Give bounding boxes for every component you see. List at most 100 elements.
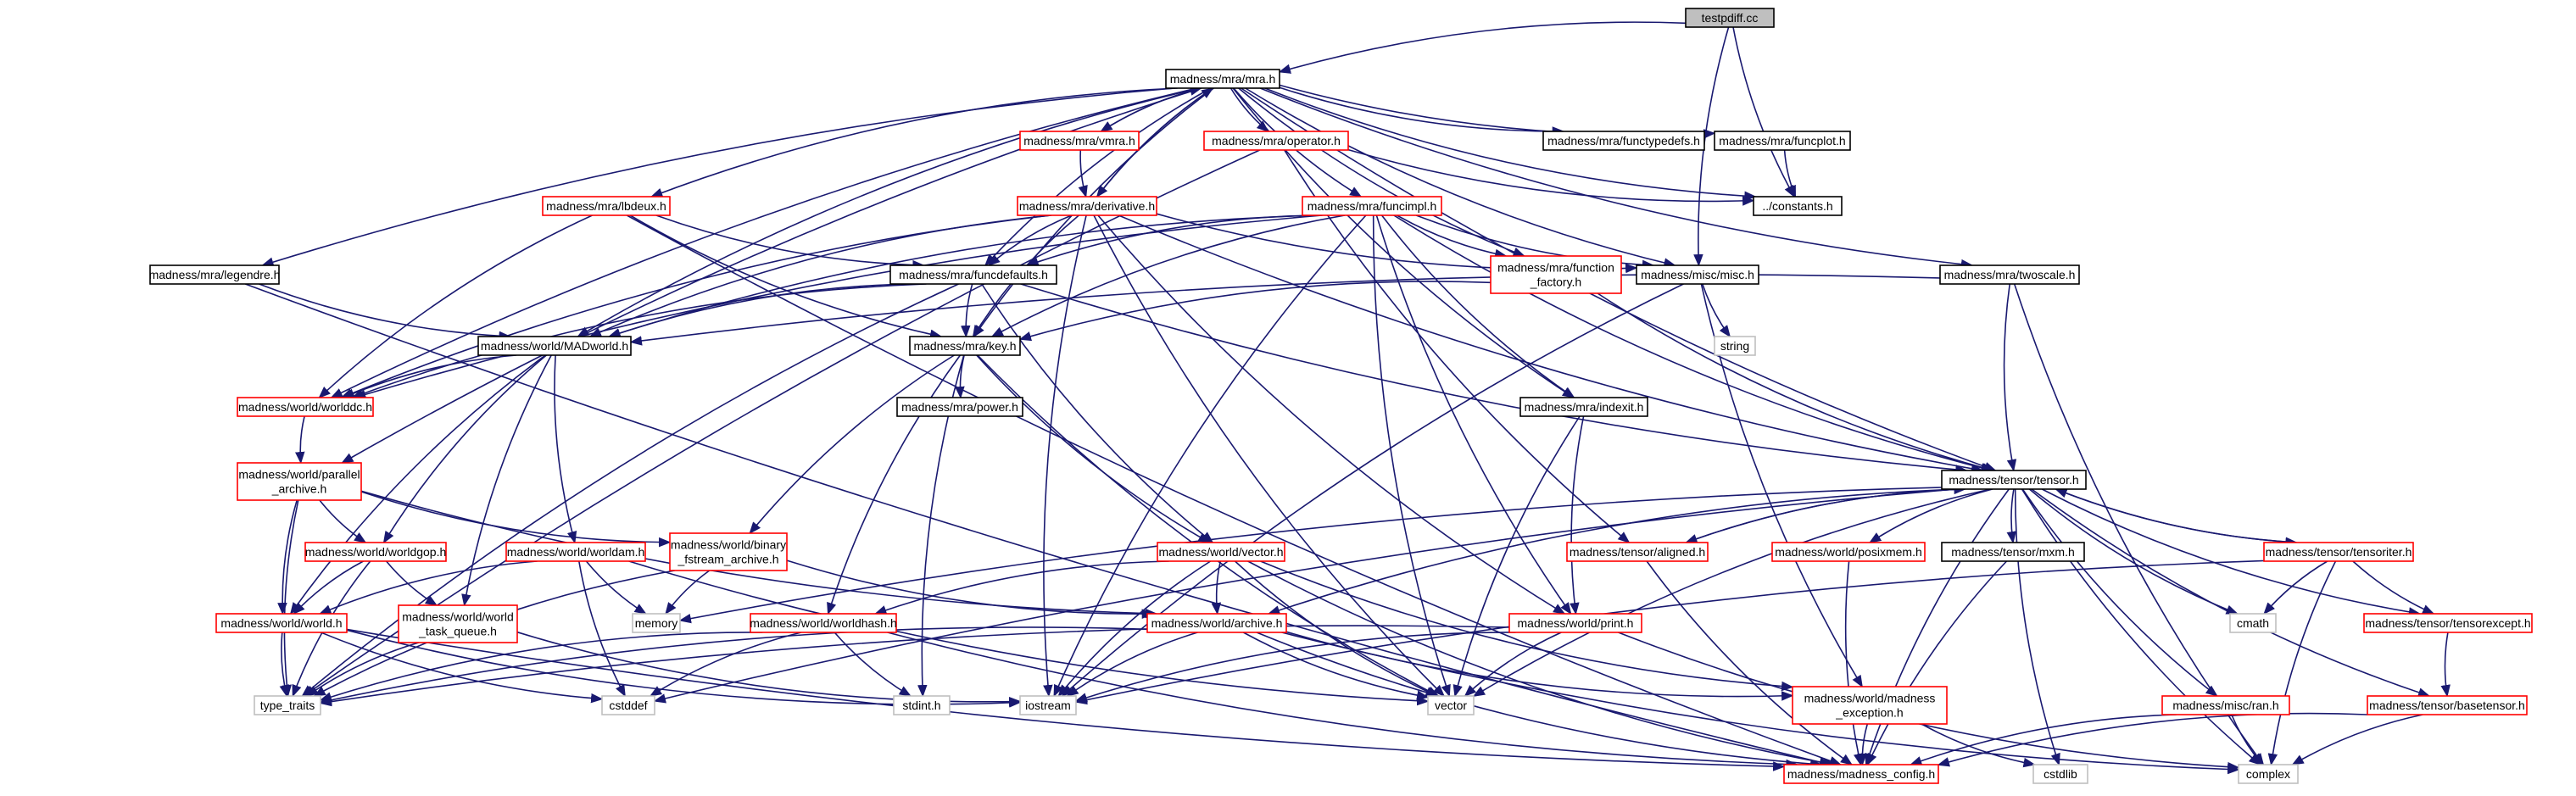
- nodes-layer: testpdiff.cc madness/mra/mra.h madness/mra…: [149, 8, 2533, 784]
- node-funcplot-label-0: madness/mra/funcplot.h: [1719, 134, 1845, 148]
- node-aligned[interactable]: madness/tensor/aligned.h: [1566, 542, 1709, 562]
- edge-lbdeux-to-worlddc: [318, 214, 593, 398]
- node-funcplot[interactable]: madness/mra/funcplot.h: [1714, 131, 1851, 151]
- node-vector[interactable]: madness/world/vector.h: [1157, 542, 1285, 562]
- edge-operator-to-constants: [1347, 148, 1755, 206]
- node-twoscale-label-0: madness/mra/twoscale.h: [1944, 268, 2076, 281]
- node-posixmem-label-0: madness/world/posixmem.h: [1775, 545, 1922, 559]
- node-worlddc-box: [237, 397, 374, 417]
- edge-tensor-to-archive: [1267, 488, 1962, 615]
- node-print-label-0: madness/world/print.h: [1518, 616, 1634, 630]
- node-testpdiff[interactable]: testpdiff.cc: [1685, 8, 1775, 28]
- node-worldam[interactable]: madness/world/worldam.h: [505, 542, 646, 562]
- node-operator[interactable]: madness/mra/operator.h: [1203, 131, 1349, 151]
- edge-funcimpl-to-vector_std: [1372, 214, 1451, 698]
- edge-funcimpl-to-function_factory: [1397, 214, 1508, 259]
- node-derivative-box: [1017, 196, 1157, 216]
- node-key-box: [909, 336, 1021, 356]
- node-power-label-0: madness/mra/power.h: [901, 400, 1018, 414]
- edge-vector-to-madness_config: [1247, 560, 1836, 768]
- node-basetensor-box: [2367, 695, 2528, 715]
- node-posixmem-box: [1771, 542, 1926, 562]
- node-stdint: stdint.h: [893, 695, 951, 715]
- node-cmath: cmath: [2229, 613, 2277, 633]
- edge-worldhash-to-madness_config: [887, 632, 1798, 770]
- node-worldgop[interactable]: madness/world/worldgop.h: [304, 542, 447, 562]
- edge-madworld-to-world_task_queue: [461, 354, 552, 607]
- edge-mra-to-tensor: [1241, 87, 1997, 471]
- node-type_traits-box: [254, 695, 321, 715]
- node-world[interactable]: madness/world/world.h: [215, 613, 348, 633]
- edge-mxm-to-madness_config: [1866, 560, 2008, 766]
- node-cmath-box: [2229, 613, 2277, 633]
- node-testpdiff-label-0: testpdiff.cc: [1702, 11, 1759, 25]
- node-misc[interactable]: madness/misc/misc.h: [1636, 264, 1759, 285]
- node-vector_std-label-0: vector: [1435, 699, 1467, 712]
- node-cmath-label-0: cmath: [2237, 616, 2269, 630]
- edge-tensor-to-tensorexcept: [2041, 488, 2422, 617]
- edge-key-to-vector: [976, 354, 1211, 543]
- node-aligned-label-0: madness/tensor/aligned.h: [1570, 545, 1705, 559]
- edge-funcimpl-to-iostream: [1053, 214, 1367, 698]
- node-mxm-label-0: madness/tensor/mxm.h: [1951, 545, 2075, 559]
- edge-vector-to-vector_std: [1234, 560, 1438, 697]
- edge-print-to-vector_std: [1464, 632, 1562, 697]
- node-archive-label-0: madness/world/archive.h: [1151, 616, 1283, 630]
- edge-mra-to-legendre: [261, 87, 1175, 267]
- node-function_factory[interactable]: madness/mra/function_factory.h: [1490, 255, 1622, 294]
- node-key-label-0: madness/mra/key.h: [913, 339, 1016, 353]
- node-constants[interactable]: ../constants.h: [1753, 196, 1843, 216]
- edge-legendre-to-madworld: [259, 283, 511, 342]
- node-binary_fstream[interactable]: madness/world/binary_fstream_archive.h: [669, 532, 788, 571]
- node-vmra[interactable]: madness/mra/vmra.h: [1019, 131, 1140, 151]
- node-indexit-label-0: madness/mra/indexit.h: [1525, 400, 1644, 414]
- node-world_task_queue-label-1: _task_queue.h: [418, 625, 497, 638]
- edge-testpdiff-to-mra: [1278, 21, 1687, 74]
- node-mra[interactable]: madness/mra/mra.h: [1165, 69, 1280, 89]
- edge-indexit-to-vector_std: [1452, 415, 1581, 698]
- node-twoscale[interactable]: madness/mra/twoscale.h: [1939, 264, 2080, 285]
- node-key[interactable]: madness/mra/key.h: [909, 336, 1021, 356]
- edge-tensor-to-memory: [678, 487, 1943, 624]
- node-funcimpl[interactable]: madness/mra/funcimpl.h: [1302, 196, 1442, 216]
- node-string-label-0: string: [1720, 339, 1749, 353]
- node-indexit[interactable]: madness/mra/indexit.h: [1519, 397, 1648, 417]
- node-functypedefs[interactable]: madness/mra/functypedefs.h: [1542, 131, 1705, 151]
- node-tensoriter[interactable]: madness/tensor/tensoriter.h: [2263, 542, 2414, 562]
- edge-vector-to-madness_exception: [1260, 560, 1794, 692]
- node-basetensor[interactable]: madness/tensor/basetensor.h: [2367, 695, 2528, 715]
- node-archive[interactable]: madness/world/archive.h: [1146, 613, 1287, 633]
- node-worlddc[interactable]: madness/world/worlddc.h: [237, 397, 374, 417]
- node-tensor[interactable]: madness/tensor/tensor.h: [1941, 470, 2087, 490]
- edge-funcimpl-to-misc: [1415, 214, 1655, 270]
- edge-funcimpl-to-key: [990, 214, 1346, 337]
- node-power[interactable]: madness/mra/power.h: [896, 397, 1023, 417]
- node-binary_fstream-box: [669, 532, 788, 571]
- edge-madness_exception-to-cstdlib: [1921, 723, 2036, 768]
- node-derivative[interactable]: madness/mra/derivative.h: [1017, 196, 1157, 216]
- node-print[interactable]: madness/world/print.h: [1508, 613, 1642, 633]
- node-worldhash[interactable]: madness/world/worldhash.h: [750, 613, 897, 633]
- node-legendre[interactable]: madness/mra/legendre.h: [149, 264, 281, 285]
- node-funcdefaults[interactable]: madness/mra/funcdefaults.h: [889, 264, 1057, 285]
- node-operator-label-0: madness/mra/operator.h: [1212, 134, 1341, 148]
- node-worldhash-box: [750, 613, 897, 633]
- node-world_task_queue[interactable]: madness/world/world_task_queue.h: [398, 604, 518, 643]
- edge-world-to-madness_config: [346, 628, 1786, 771]
- node-madness_config[interactable]: madness/madness_config.h: [1783, 764, 1939, 784]
- node-madworld[interactable]: madness/world/MADworld.h: [477, 336, 632, 356]
- edge-basetensor-to-madness_config: [1937, 712, 2368, 767]
- node-madness_exception[interactable]: madness/world/madness_exception.h: [1792, 686, 1948, 725]
- node-parallel_archive[interactable]: madness/world/parallel_archive.h: [237, 462, 362, 501]
- edge-worldgop-to-world: [293, 560, 364, 615]
- node-ran[interactable]: madness/misc/ran.h: [2161, 695, 2290, 715]
- node-tensorexcept[interactable]: madness/tensor/tensorexcept.h: [2363, 613, 2533, 633]
- edge-mra-to-misc: [1245, 87, 1676, 268]
- edge-madworld-to-worldam: [554, 354, 577, 544]
- edge-mra-to-operator: [1229, 87, 1269, 132]
- node-mxm[interactable]: madness/tensor/mxm.h: [1941, 542, 2085, 562]
- node-posixmem[interactable]: madness/world/posixmem.h: [1771, 542, 1926, 562]
- edge-parallel_archive-to-world: [277, 499, 298, 615]
- node-lbdeux[interactable]: madness/mra/lbdeux.h: [542, 196, 671, 216]
- edge-key-to-worldhash: [827, 354, 962, 615]
